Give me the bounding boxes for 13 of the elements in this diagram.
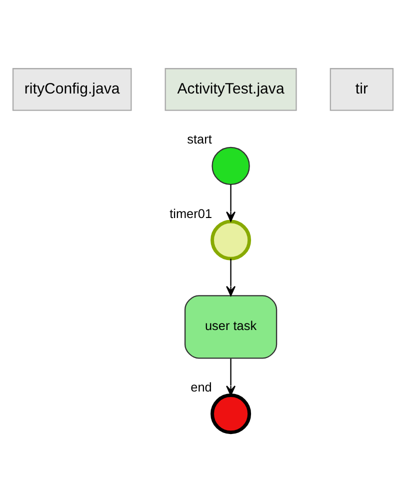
node-label: end: [190, 379, 212, 394]
arrow: [226, 358, 236, 396]
label: ActivityTest.java: [177, 80, 284, 97]
node-circle: [210, 393, 252, 434]
arrow: [226, 184, 236, 222]
node-box: user task: [184, 294, 278, 358]
arrow: [226, 258, 236, 296]
label: rityConfig.java: [24, 80, 120, 97]
node-label: start: [187, 131, 212, 146]
label: tir: [355, 80, 368, 97]
node-circle: [210, 219, 252, 260]
node-label: timer01: [170, 205, 212, 220]
node-circle: [212, 146, 250, 185]
